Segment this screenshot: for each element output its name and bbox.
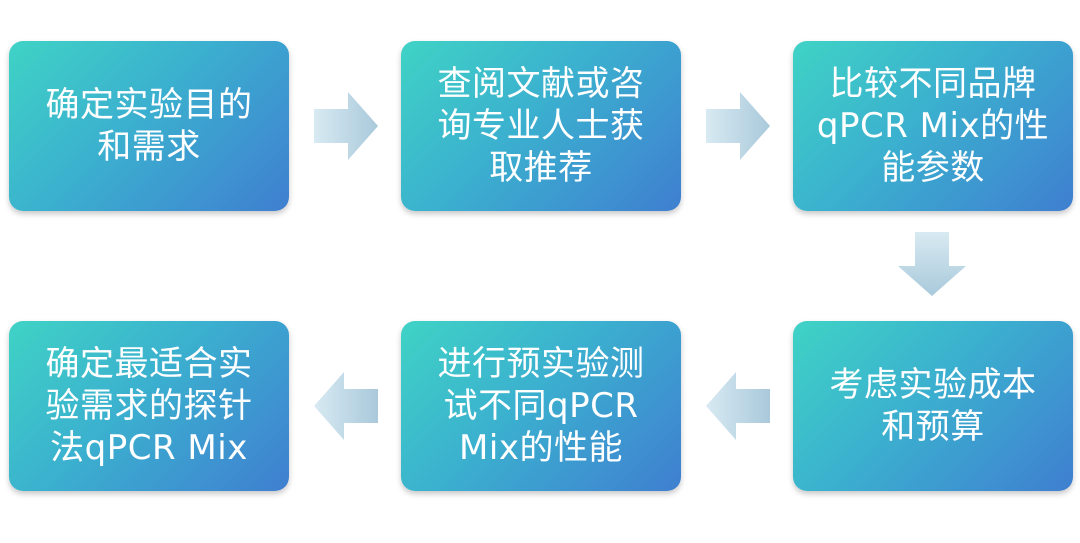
flow-step-1-label: 确定实验目的和需求 <box>45 85 253 167</box>
arrow-right-icon <box>314 92 378 160</box>
flow-step-6-label: 确定最适合实验需求的探针法qPCR Mix <box>45 344 253 468</box>
flow-step-6: 确定最适合实验需求的探针法qPCR Mix <box>9 321 289 491</box>
flow-step-3: 比较不同品牌qPCR Mix的性能参数 <box>793 41 1073 211</box>
flow-step-3-label: 比较不同品牌qPCR Mix的性能参数 <box>816 64 1050 188</box>
flow-step-4-label: 考虑实验成本和预算 <box>829 365 1037 447</box>
arrow-right-icon <box>706 92 770 160</box>
arrow-left-icon <box>706 372 770 440</box>
arrow-down-icon <box>898 232 966 296</box>
flow-step-2-label: 查阅文献或咨询专业人士获取推荐 <box>437 64 645 188</box>
flow-step-5: 进行预实验测试不同qPCR Mix的性能 <box>401 321 681 491</box>
flow-step-2: 查阅文献或咨询专业人士获取推荐 <box>401 41 681 211</box>
arrow-left-icon <box>314 372 378 440</box>
flow-step-4: 考虑实验成本和预算 <box>793 321 1073 491</box>
flow-step-1: 确定实验目的和需求 <box>9 41 289 211</box>
flow-step-5-label: 进行预实验测试不同qPCR Mix的性能 <box>437 344 645 468</box>
